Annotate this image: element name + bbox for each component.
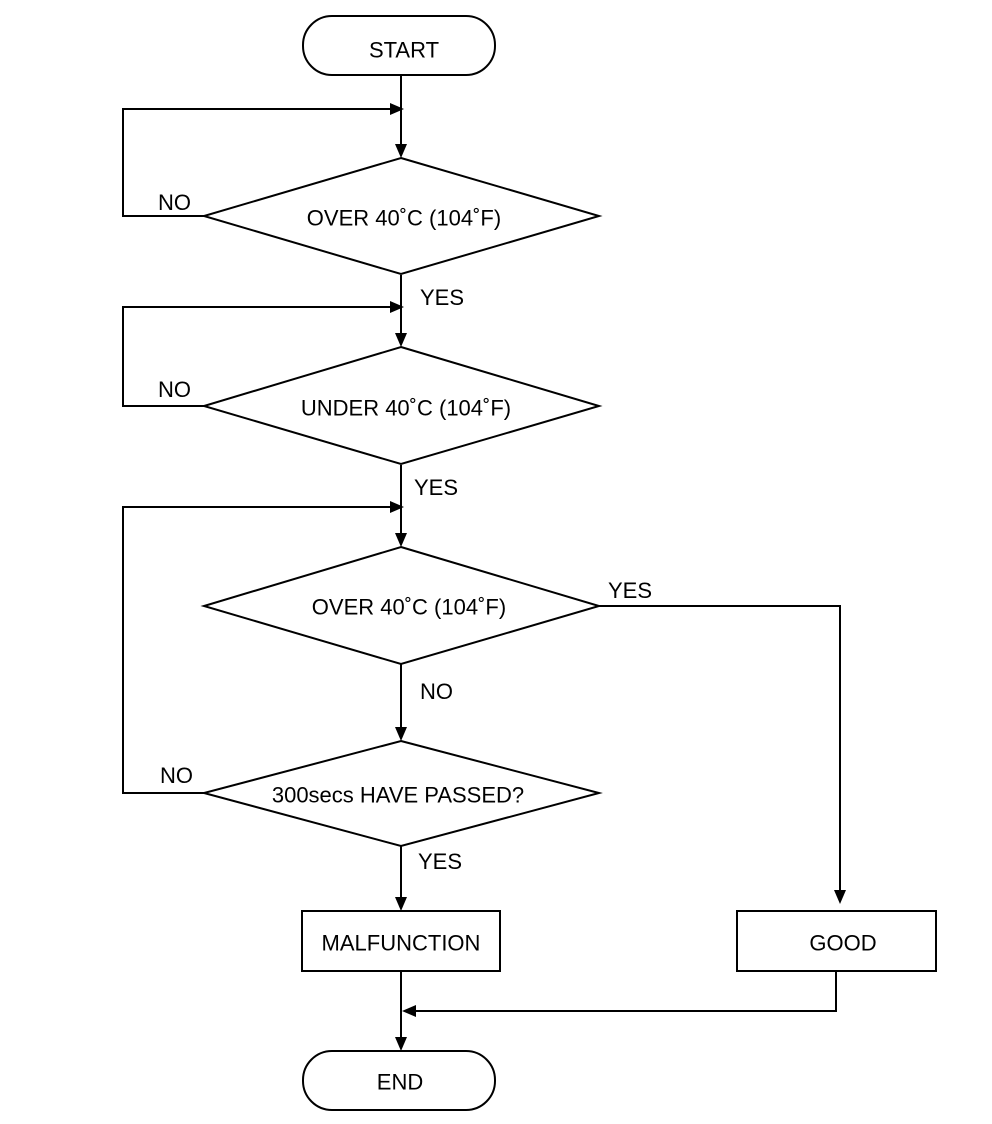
decision-3-diamond (200, 545, 603, 666)
start-node: START (302, 15, 496, 76)
decision-2-no-label: NO (158, 377, 191, 402)
decision-1: OVER 40˚C (104˚F) (200, 156, 603, 276)
edge-decision-3-yes-to-good (599, 605, 841, 892)
decision-3-label: OVER 40˚C (104˚F) (312, 595, 506, 620)
decision-4-label: 300secs HAVE PASSED? (272, 783, 524, 808)
arrowhead-loop-2 (390, 301, 404, 313)
decision-3-no-label: NO (420, 679, 453, 704)
decision-4: 300secs HAVE PASSED? (200, 739, 603, 848)
decision-1-label: OVER 40˚C (104˚F) (307, 206, 501, 231)
decision-4-diamond (200, 739, 603, 848)
decision-2-yes-label: YES (414, 475, 458, 500)
malfunction-box (301, 910, 501, 972)
edge-decision-1-no-loop (122, 108, 392, 217)
decision-2-label: UNDER 40˚C (104˚F) (301, 396, 511, 421)
decision-2: UNDER 40˚C (104˚F) (200, 345, 603, 466)
decision-3: OVER 40˚C (104˚F) (200, 545, 603, 666)
arrowhead-loop-1 (390, 103, 404, 115)
arrowhead-malfunction-top (395, 897, 407, 911)
decision-1-yes-label: YES (420, 285, 464, 310)
end-terminal (302, 1050, 496, 1111)
connectors (122, 76, 841, 1038)
start-terminal (302, 15, 496, 76)
edge-decision-4-no-loop (122, 506, 392, 794)
edge-labels: NO YES NO YES YES NO NO YES (158, 190, 652, 874)
decision-1-no-label: NO (158, 190, 191, 215)
arrowhead-loop-3 (390, 501, 404, 513)
good-node: GOOD (736, 910, 937, 972)
good-label: GOOD (809, 931, 876, 956)
malfunction-label: MALFUNCTION (322, 931, 481, 956)
edge-decision-2-no-loop (122, 306, 392, 407)
end-node: END (302, 1050, 496, 1111)
arrowhead-decision-3-top (395, 533, 407, 547)
start-label: START (369, 38, 439, 63)
good-box (736, 910, 937, 972)
arrowhead-decision-1-top (395, 144, 407, 158)
arrowhead-end-top (395, 1037, 407, 1051)
arrowheads (390, 103, 846, 1051)
decision-4-no-label: NO (160, 763, 193, 788)
arrowhead-merge (402, 1005, 416, 1017)
decision-3-yes-label: YES (608, 578, 652, 603)
arrowhead-decision-2-top (395, 333, 407, 347)
edge-good-to-merge (414, 972, 837, 1012)
malfunction-node: MALFUNCTION (301, 910, 501, 972)
end-label: END (377, 1070, 423, 1095)
decision-1-diamond (200, 156, 603, 276)
arrowhead-decision-4-top (395, 727, 407, 741)
decision-2-diamond (200, 345, 603, 466)
arrowhead-good-top (834, 890, 846, 904)
decision-4-yes-label: YES (418, 849, 462, 874)
